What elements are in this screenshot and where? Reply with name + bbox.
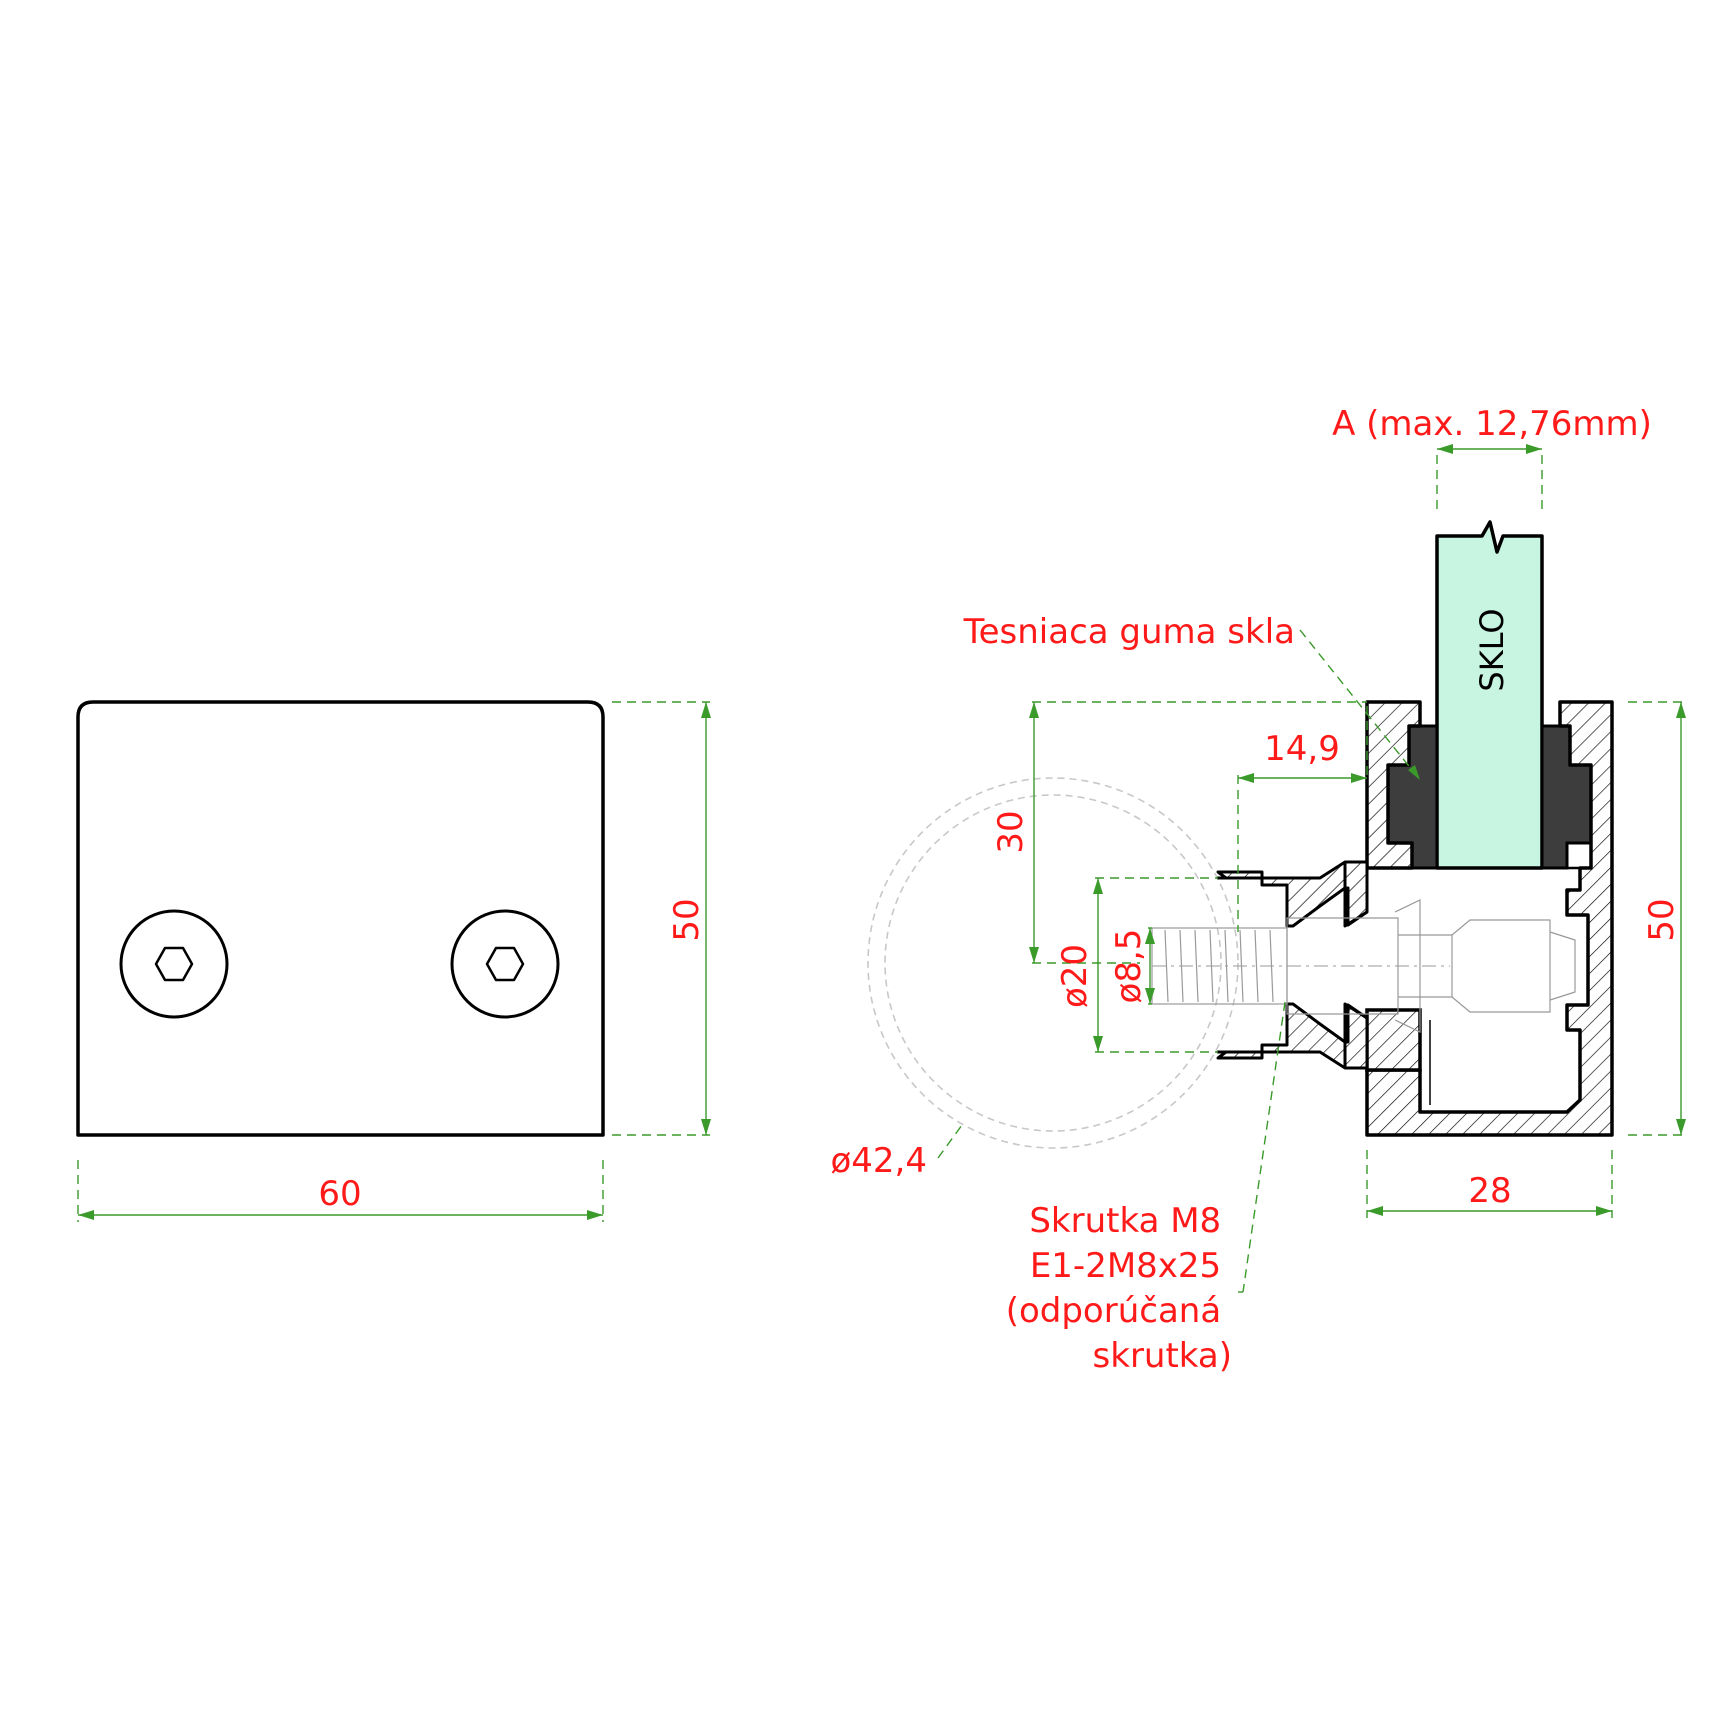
- housing-left-lower-wall: [1365, 1008, 1422, 1072]
- screw-head-circle: [450, 909, 560, 1019]
- screw-note-line-4: skrutka): [1093, 1336, 1232, 1376]
- section-view: SKLO: [830, 404, 1686, 1376]
- front-view: 60 50: [76, 700, 711, 1222]
- m8-screw: [1151, 899, 1576, 1033]
- screw-head-circle: [119, 909, 229, 1019]
- dimension-height-50-front: 50: [612, 701, 711, 1136]
- screw-note-line-3: (odporúčaná: [1006, 1291, 1221, 1331]
- screw-note-line-1: Skrutka M8: [1029, 1201, 1221, 1241]
- dim-label-d42-4: ø42,4: [830, 1141, 927, 1181]
- pipe-ghost-circle: [867, 777, 1239, 1149]
- screw-callout: Skrutka M8 E1-2M8x25 (odporúčaná skrutka…: [1006, 1001, 1286, 1376]
- hex-socket-icon: [154, 946, 194, 982]
- hex-screw-right: [450, 909, 560, 1019]
- dimension-width-28: 28: [1366, 1150, 1613, 1218]
- adapter-flange: [1343, 862, 1368, 1068]
- screw-note: Skrutka M8 E1-2M8x25 (odporúčaná skrutka…: [1006, 1201, 1232, 1376]
- dim-label-14-9: 14,9: [1264, 729, 1340, 769]
- dim-label-d8-5: ø8,5: [1109, 929, 1149, 1004]
- dimension-d8-5: ø8,5: [1109, 927, 1155, 1005]
- saddle-adapter-lower: [1216, 1002, 1369, 1070]
- housing-left-top-wall: [1365, 700, 1422, 870]
- dim-label-d20: ø20: [1055, 944, 1095, 1008]
- clamp-plate-outline: [76, 700, 605, 1137]
- dim-label-50-front: 50: [667, 898, 707, 941]
- gasket-label: Tesniaca guma skla: [963, 612, 1295, 652]
- dimension-glass-a: A (max. 12,76mm): [1332, 404, 1652, 510]
- hex-screw-left: [119, 909, 229, 1019]
- dimension-d42-4: ø42,4: [830, 1124, 963, 1181]
- dimension-height-50-section: 50: [1628, 701, 1686, 1136]
- saddle-adapter-upper: [1216, 860, 1369, 928]
- glass-label: SKLO: [1473, 608, 1511, 691]
- dim-label-glass-a: A (max. 12,76mm): [1332, 404, 1652, 444]
- inner-chamber: [1418, 866, 1580, 1114]
- dimension-14-9: 14,9: [1237, 702, 1368, 932]
- dimension-d20: ø20: [1055, 877, 1218, 1053]
- dim-label-30: 30: [991, 810, 1031, 853]
- pipe-ghost-inner: [884, 794, 1222, 1132]
- dim-label-28: 28: [1468, 1171, 1511, 1211]
- hex-socket-icon: [485, 946, 525, 982]
- dimension-width-60: 60: [77, 1160, 604, 1222]
- glass-shape: [1435, 520, 1544, 870]
- glass-pane: SKLO: [1435, 520, 1544, 870]
- dimension-30: 30: [991, 701, 1367, 964]
- screw-note-line-2: E1-2M8x25: [1030, 1246, 1221, 1286]
- gasket-callout: Tesniaca guma skla: [963, 612, 1421, 781]
- dim-label-50-section: 50: [1642, 898, 1682, 941]
- dim-label-60: 60: [318, 1174, 361, 1214]
